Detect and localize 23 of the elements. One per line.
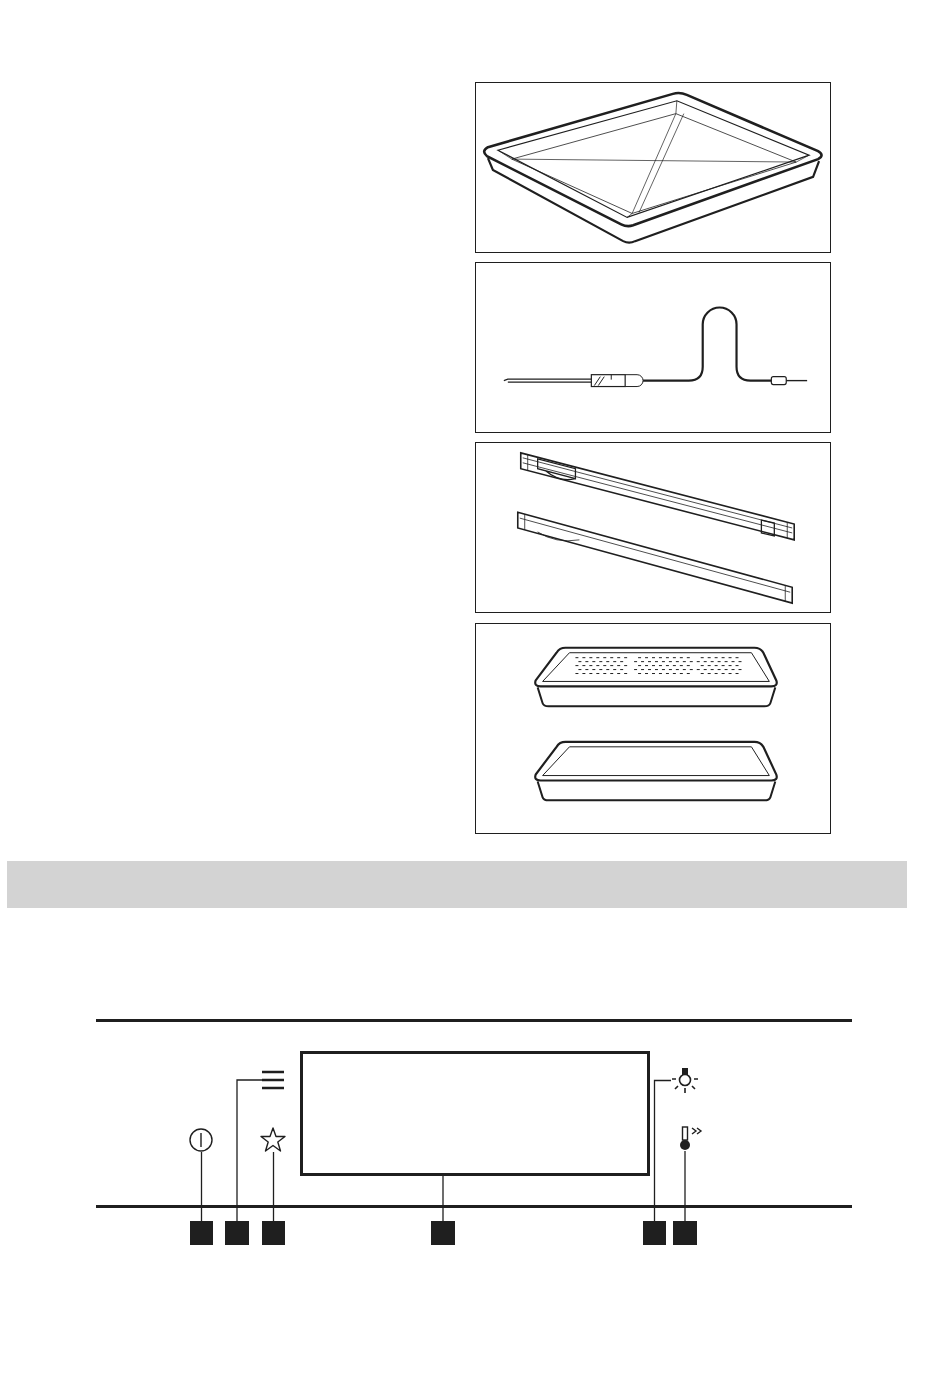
- leader-line: [442, 1175, 444, 1222]
- light-icon: [671, 1067, 699, 1094]
- callout-marker: [431, 1221, 455, 1245]
- leader-line: [684, 1150, 686, 1222]
- shelf-runners-drawing: [475, 442, 831, 613]
- callout-marker: [190, 1221, 213, 1245]
- leader-line: [236, 1079, 263, 1222]
- leader-line: [200, 1151, 203, 1222]
- stacked-trays-drawing: [475, 623, 831, 834]
- power-icon: [189, 1128, 213, 1152]
- callout-marker: [225, 1221, 249, 1245]
- menu-icon: [262, 1070, 284, 1090]
- leader-line: [653, 1079, 672, 1222]
- temperature-probe-drawing: [475, 262, 831, 433]
- callout-marker: [643, 1221, 666, 1245]
- baking-tray-drawing: [475, 82, 831, 253]
- callout-marker: [262, 1221, 285, 1245]
- callout-marker: [673, 1221, 697, 1245]
- display-screen: [300, 1051, 650, 1176]
- heading-band: [7, 861, 907, 908]
- star-icon: [260, 1127, 286, 1152]
- leader-line: [272, 1151, 275, 1222]
- thermometer-icon: [680, 1126, 704, 1151]
